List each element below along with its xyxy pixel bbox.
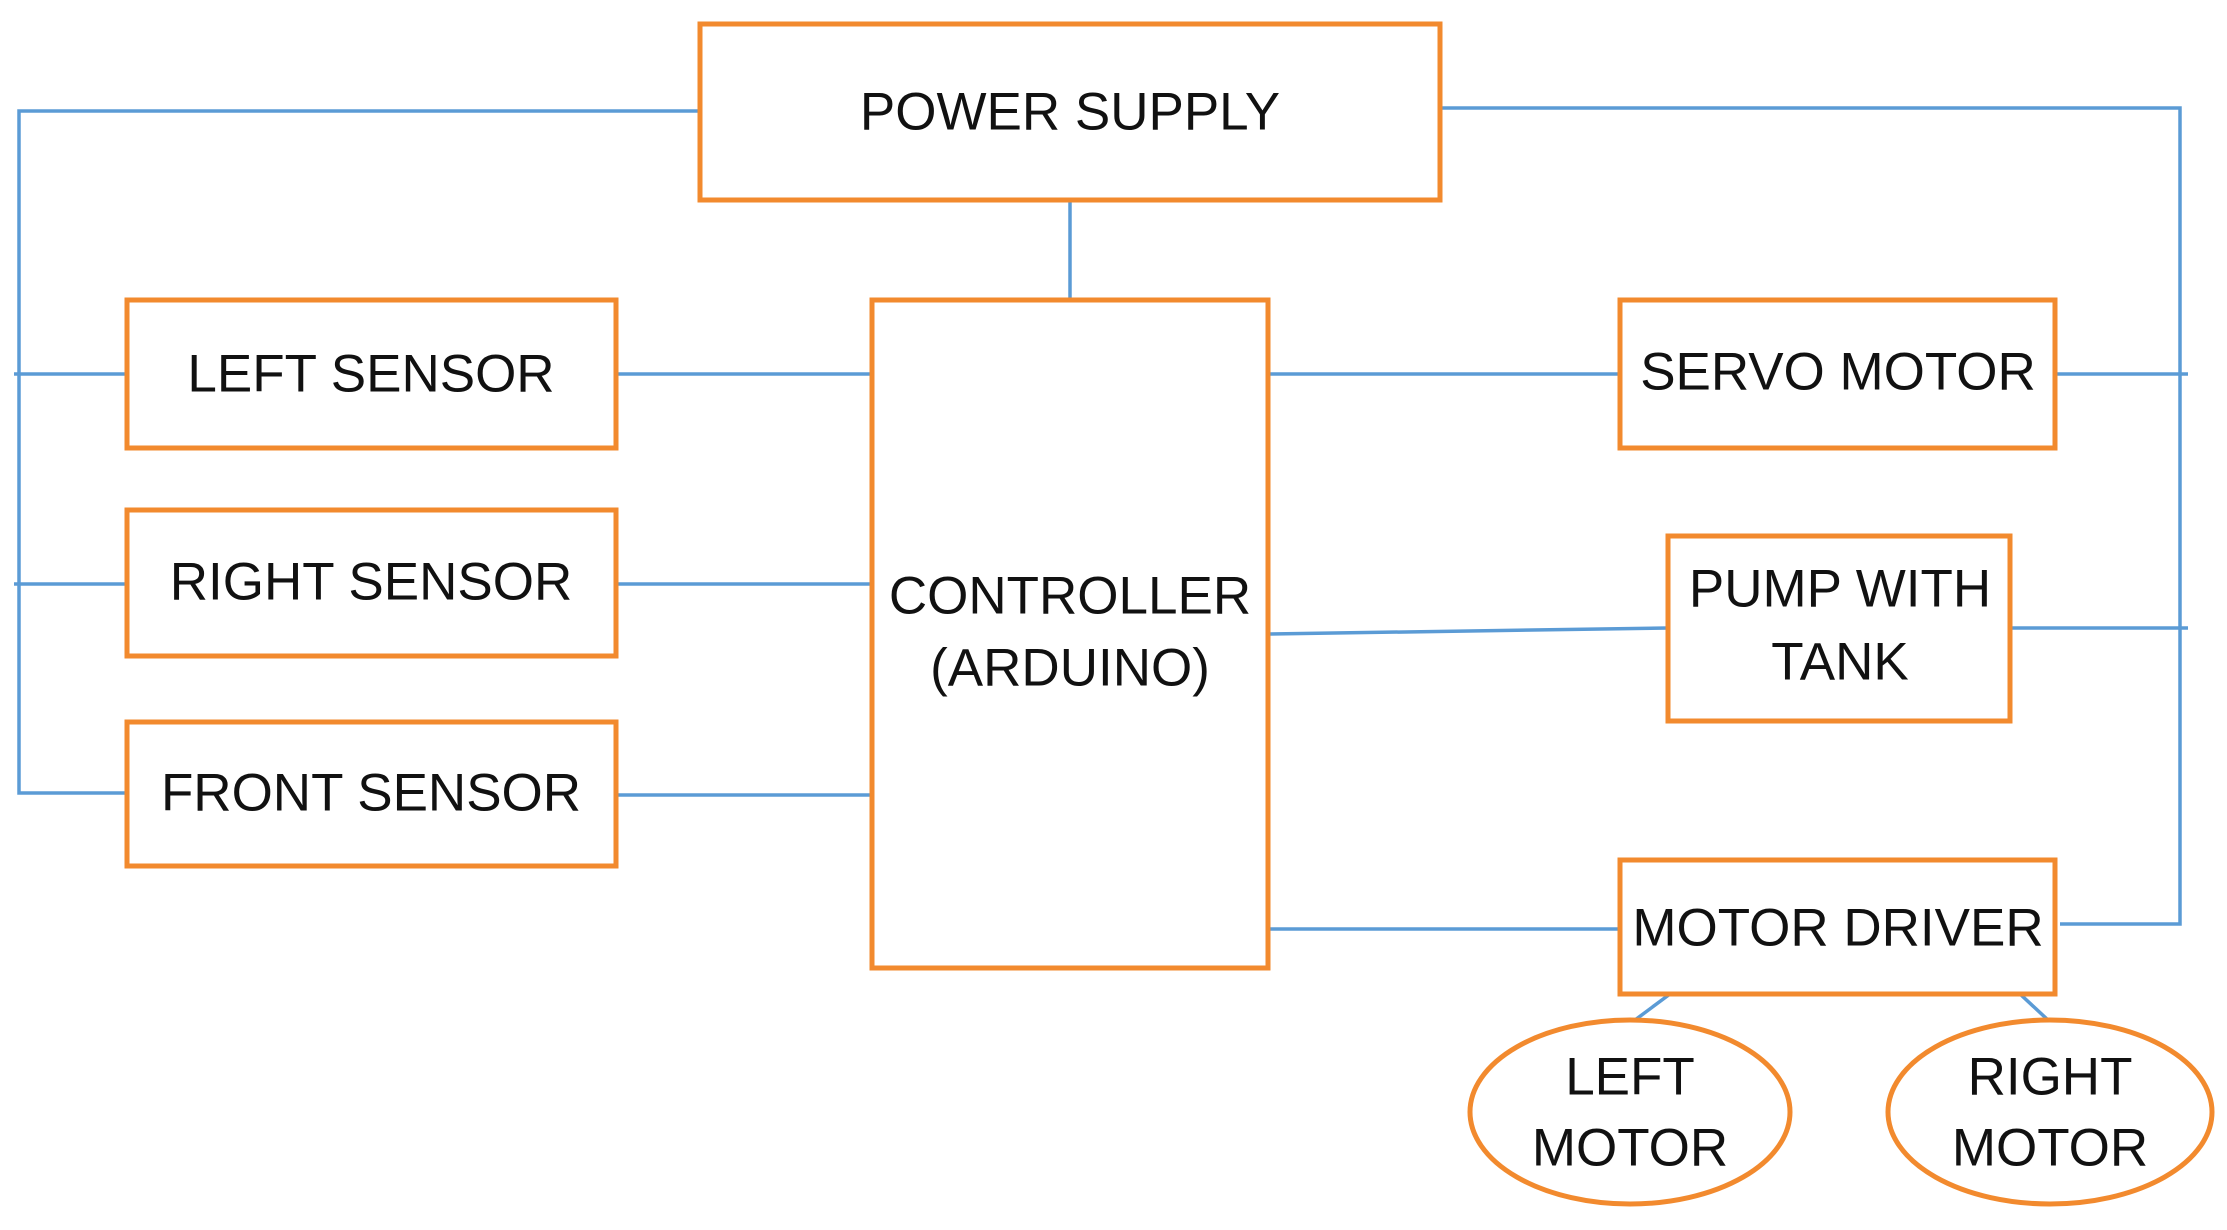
right-motor-label-line2: MOTOR (1952, 1119, 2148, 1178)
controller-block: CONTROLLER (ARDUINO) (869, 297, 1271, 971)
servo-motor-block: SERVO MOTOR (1617, 297, 2058, 451)
left-motor-ellipse: LEFT MOTOR (1467, 1017, 1793, 1207)
left-sensor-block: LEFT SENSOR (124, 297, 619, 451)
controller-to-pump (1267, 626, 1669, 636)
pump-with-tank-label-line2: TANK (1771, 633, 1908, 692)
right-motor-ellipse: RIGHT MOTOR (1885, 1017, 2215, 1207)
power-supply-block: POWER SUPPLY (697, 21, 1443, 203)
right-sensor-block: RIGHT SENSOR (124, 507, 619, 659)
driver-to-left-motor (1633, 992, 1672, 1022)
left-motor-label-line2: MOTOR (1532, 1119, 1728, 1178)
servo-motor-label: SERVO MOTOR (1640, 343, 2036, 402)
power-supply-label: POWER SUPPLY (860, 83, 1280, 142)
front-sensor-label: FRONT SENSOR (161, 764, 581, 823)
front-sensor-block: FRONT SENSOR (124, 719, 619, 869)
motor-driver-label: MOTOR DRIVER (1632, 899, 2043, 958)
connectors (14, 106, 2188, 1022)
power-bus-right (1440, 106, 2182, 926)
power-bus-left (17, 109, 700, 795)
driver-to-right-motor (2018, 992, 2050, 1022)
controller-label-line1: CONTROLLER (889, 567, 1251, 626)
controller-label-line2: (ARDUINO) (930, 639, 1210, 698)
left-sensor-label: LEFT SENSOR (187, 345, 554, 404)
motor-driver-block: MOTOR DRIVER (1617, 857, 2058, 997)
left-motor-label-line1: LEFT (1565, 1048, 1695, 1107)
right-sensor-label: RIGHT SENSOR (170, 553, 572, 612)
right-motor-label-line1: RIGHT (1968, 1048, 2133, 1107)
pump-with-tank-label-line1: PUMP WITH (1689, 560, 1991, 619)
pump-with-tank-block: PUMP WITH TANK (1665, 533, 2013, 724)
